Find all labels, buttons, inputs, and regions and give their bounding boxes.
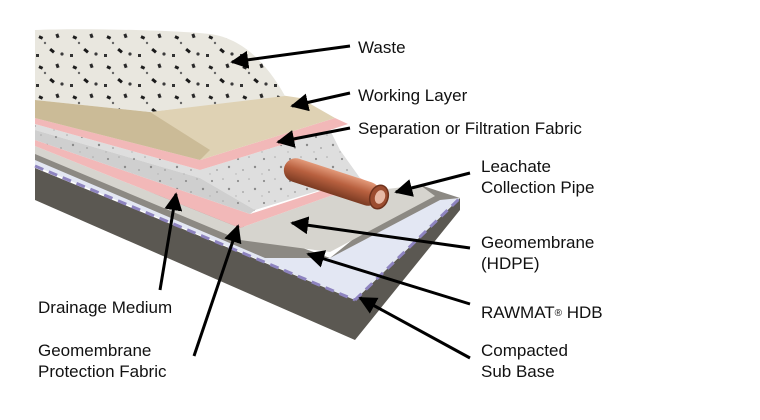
drainage-front-texture xyxy=(35,130,255,214)
registered-mark: ® xyxy=(554,308,563,319)
label-drainage-medium: Drainage Medium xyxy=(38,298,173,317)
geomembrane-layer xyxy=(35,146,435,252)
arrow-protection-fabric xyxy=(192,224,242,357)
arrow-waste xyxy=(230,44,351,69)
label-subbase: Compacted Sub Base xyxy=(481,340,568,382)
label-subbase-line2: Sub Base xyxy=(481,362,555,381)
arrow-working-layer xyxy=(290,91,351,112)
label-geomembrane: Geomembrane (HDPE) xyxy=(481,232,594,274)
label-protection-fabric: Geomembrane Protection Fabric xyxy=(38,340,167,382)
waste-texture xyxy=(35,29,285,112)
working-layer-front xyxy=(35,100,210,160)
label-leachate-line2: Collection Pipe xyxy=(481,178,595,197)
label-rawmat-name: RAWMAT xyxy=(481,303,555,322)
label-subbase-line1: Compacted xyxy=(481,341,568,360)
drainage-medium-texture xyxy=(35,124,360,210)
label-protection-line2: Protection Fabric xyxy=(38,362,167,381)
label-separation-fabric: Separation or Filtration Fabric xyxy=(358,119,582,138)
arrow-subbase xyxy=(358,296,471,360)
label-waste: Waste xyxy=(358,38,406,57)
protection-fabric-layer xyxy=(35,140,380,228)
label-leachate-line1: Leachate xyxy=(481,157,551,176)
label-rawmat: RAWMAT® HDB xyxy=(481,302,603,323)
leachate-pipe-bore xyxy=(374,190,386,204)
arrow-drainage xyxy=(158,192,183,291)
arrow-rawmat xyxy=(306,250,471,306)
arrow-geomembrane xyxy=(290,216,471,250)
arrow-leachate-pipe xyxy=(394,171,471,197)
arrow-separation-fabric xyxy=(276,126,351,148)
rawmat-stripe xyxy=(34,164,356,302)
label-geomembrane-line2: (HDPE) xyxy=(481,254,540,273)
label-leachate-pipe: Leachate Collection Pipe xyxy=(481,156,594,198)
rawmat-stripe-side xyxy=(353,196,462,302)
leachate-pipe-body xyxy=(283,158,381,206)
separation-fabric-layer xyxy=(35,118,348,170)
label-protection-line1: Geomembrane xyxy=(38,341,152,360)
callout-arrows xyxy=(158,44,471,360)
label-working-layer: Working Layer xyxy=(358,86,468,105)
rawmat-layer xyxy=(35,160,460,300)
label-rawmat-suffix: HDB xyxy=(562,303,603,322)
label-geomembrane-line1: Geomembrane xyxy=(481,233,595,252)
